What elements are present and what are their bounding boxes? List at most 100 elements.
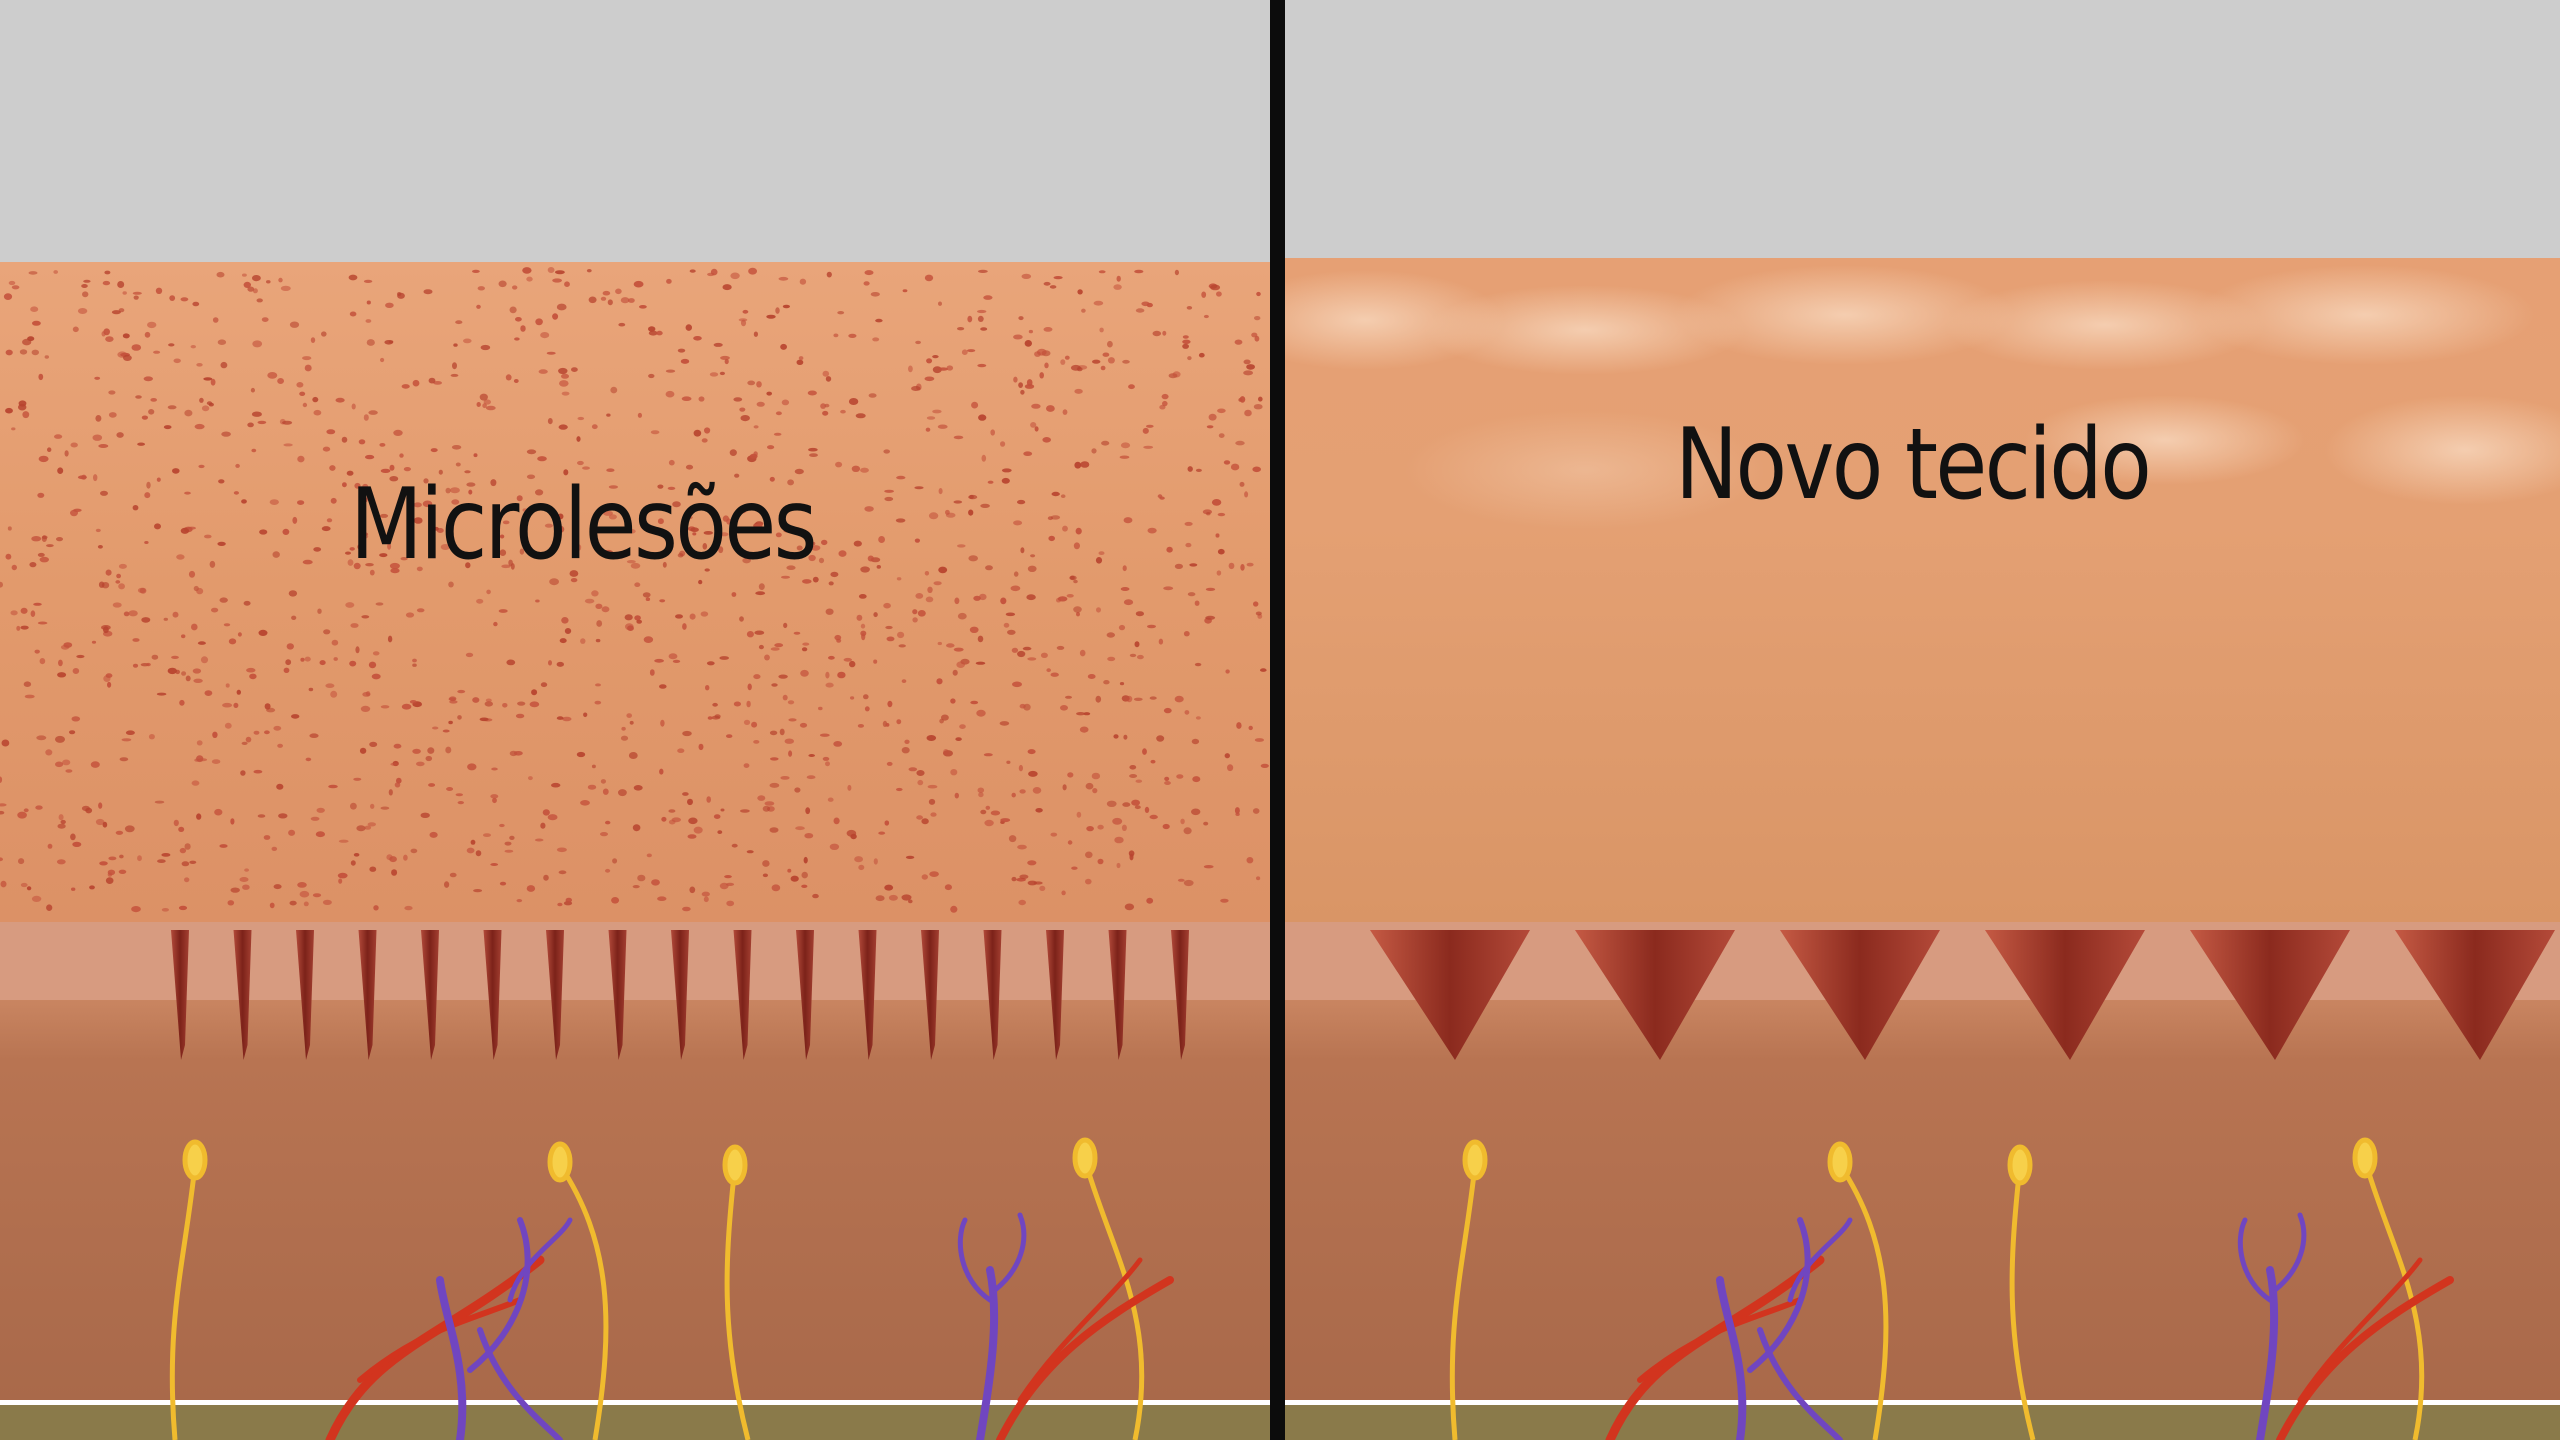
microlesion-dot bbox=[1173, 371, 1181, 377]
microlesion-dot bbox=[1101, 441, 1109, 446]
microlesion-dot bbox=[384, 340, 393, 345]
microlesion-dot bbox=[336, 398, 345, 403]
microlesion-dot bbox=[560, 638, 567, 643]
microlesion-dot bbox=[909, 767, 918, 771]
microlesion-dot bbox=[1153, 331, 1162, 336]
microlesion-dot bbox=[234, 491, 239, 495]
microlesion-dot bbox=[588, 785, 596, 790]
microlesion-dot bbox=[812, 894, 819, 898]
microlesion-dot bbox=[954, 436, 964, 440]
microlesion-dot bbox=[1061, 494, 1066, 498]
microlesion-dot bbox=[244, 868, 249, 871]
microlesion-dot bbox=[1206, 512, 1210, 515]
microlesion-dot bbox=[926, 597, 934, 603]
microlesion-dot bbox=[1027, 860, 1036, 865]
microlesion-dot bbox=[287, 643, 294, 649]
microlesion-dot bbox=[780, 344, 787, 350]
microlesion-dot bbox=[1037, 349, 1047, 356]
microlesion-dot bbox=[258, 421, 267, 424]
microlesion-dot bbox=[618, 323, 625, 327]
microlesion-dot bbox=[471, 840, 476, 845]
microlesion-dot bbox=[606, 414, 610, 417]
microlesion-dot bbox=[119, 855, 124, 859]
microlesion-dot bbox=[1251, 333, 1257, 338]
microlesion-dot bbox=[490, 863, 498, 866]
microlesion-dot bbox=[1030, 554, 1035, 557]
microlesion-dot bbox=[202, 405, 209, 411]
microlesion-dot bbox=[367, 339, 375, 346]
microlesion-dot bbox=[203, 377, 212, 380]
microlesion-dot bbox=[704, 897, 709, 903]
microlesion-dot bbox=[238, 632, 242, 636]
microlesion-dot bbox=[345, 602, 354, 608]
microlesion-dot bbox=[72, 716, 81, 721]
microlesion-dot bbox=[24, 808, 29, 812]
microlesion-dot bbox=[938, 642, 942, 645]
microlesion-dot bbox=[611, 897, 619, 904]
microlesion-dot bbox=[770, 783, 780, 788]
microlesion-dot bbox=[925, 377, 935, 382]
microlesion-dot bbox=[1103, 680, 1109, 684]
microlesion-dot bbox=[552, 278, 562, 282]
microlesion-dot bbox=[278, 278, 282, 283]
microlesion-dot bbox=[743, 310, 749, 314]
microlesion-dot bbox=[708, 716, 713, 720]
microlesion-dot bbox=[213, 317, 219, 323]
microlesion-dot bbox=[257, 298, 263, 302]
microlesion-dot bbox=[491, 768, 498, 771]
microlesion-dot bbox=[278, 813, 287, 818]
microlesion-dot bbox=[733, 397, 742, 401]
microlesion-dot bbox=[1073, 606, 1082, 612]
microlesion-dot bbox=[778, 675, 787, 679]
microlesion-dot bbox=[1126, 696, 1132, 702]
microlesion-dot bbox=[748, 268, 757, 275]
microlesion-dot bbox=[364, 414, 369, 421]
microlesion-dot bbox=[4, 293, 12, 300]
microlesion-dot bbox=[766, 315, 775, 319]
microlesion-dot bbox=[47, 447, 51, 452]
microlesion-dot bbox=[809, 453, 818, 457]
microlesion-dot bbox=[302, 356, 311, 360]
microlesion-dot bbox=[230, 818, 234, 824]
microlesion-dot bbox=[744, 763, 750, 768]
microlesion-dot bbox=[21, 626, 29, 630]
microlesion-dot bbox=[247, 423, 254, 428]
microlesion-dot bbox=[149, 734, 155, 739]
microlesion-dot bbox=[720, 372, 725, 375]
microlesion-dot bbox=[959, 724, 966, 729]
microlesion-dot bbox=[317, 609, 321, 614]
microlesion-dot bbox=[452, 445, 461, 450]
microlesion-dot bbox=[1060, 359, 1065, 365]
microlesion-dot bbox=[37, 493, 44, 498]
microlesion-dot bbox=[1166, 547, 1172, 553]
microlesion-dot bbox=[192, 780, 200, 785]
microlesion-dot bbox=[858, 865, 864, 870]
microlesion-dot bbox=[78, 308, 87, 314]
microlesion-dot bbox=[858, 724, 864, 728]
microlesion-dot bbox=[666, 370, 675, 373]
microlesion-dot bbox=[589, 297, 597, 304]
microlesion-dot bbox=[682, 396, 692, 401]
microlesion-dot bbox=[682, 907, 691, 912]
microlesion-dot bbox=[967, 316, 972, 323]
microlesion-dot bbox=[299, 392, 305, 396]
microlesion-dot bbox=[659, 684, 667, 689]
microlesion-dot bbox=[756, 381, 762, 387]
microlesion-dot bbox=[154, 523, 161, 529]
microlesion-dot bbox=[1000, 441, 1005, 447]
microlesion-dot bbox=[1056, 598, 1061, 603]
microlesion-dot bbox=[70, 834, 76, 841]
microlesion-dot bbox=[1120, 456, 1130, 459]
microlesion-dot bbox=[865, 706, 870, 711]
microlesion-dot bbox=[1240, 482, 1245, 487]
microlesion-dot bbox=[770, 731, 777, 736]
microlesion-dot bbox=[621, 736, 628, 741]
microlesion-dot bbox=[690, 269, 696, 272]
microlesion-dot bbox=[794, 787, 800, 792]
microlesion-dot bbox=[1188, 592, 1196, 596]
microlesion-dot bbox=[331, 498, 337, 504]
microlesion-dot bbox=[551, 783, 560, 788]
microlesion-dot bbox=[968, 555, 978, 561]
microlesion-dot bbox=[535, 600, 540, 603]
microlesion-dot bbox=[48, 844, 53, 849]
